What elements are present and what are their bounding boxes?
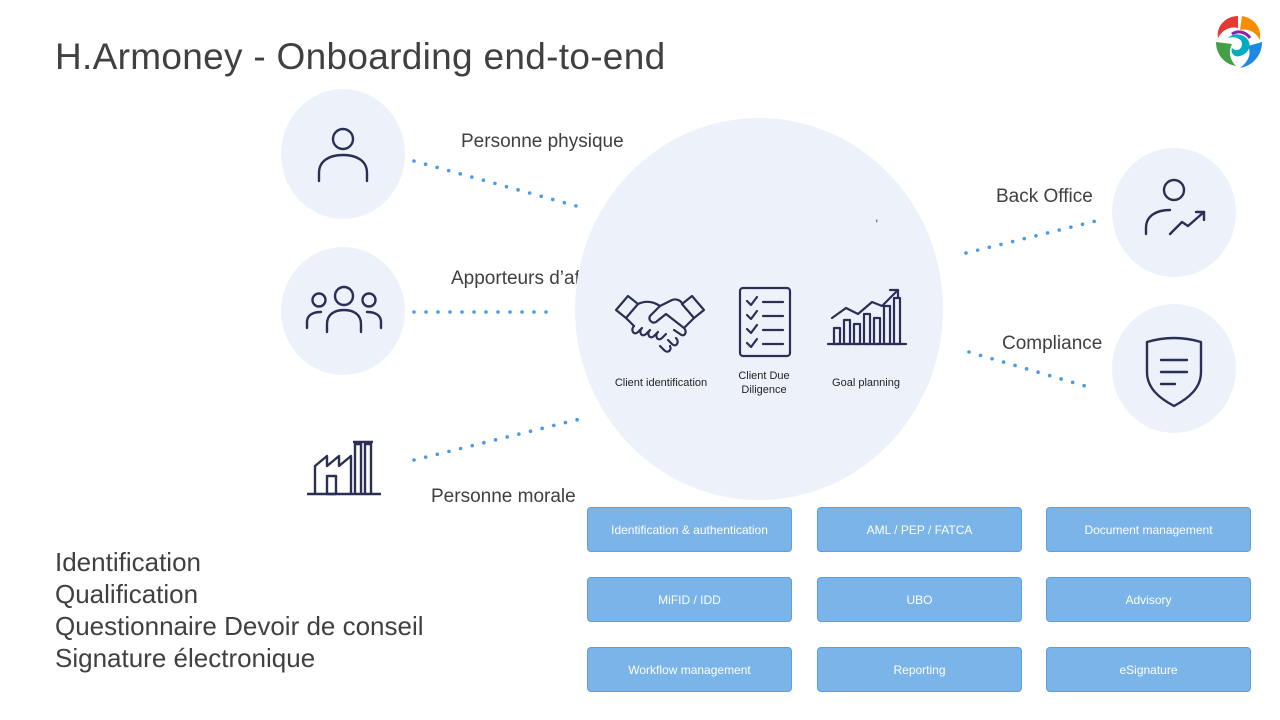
feature-aml-pep-fatca: AML / PEP / FATCA: [817, 507, 1022, 552]
feature-ubo: UBO: [817, 577, 1022, 622]
person-icon: [313, 123, 373, 185]
growth-chart-icon: [826, 286, 908, 348]
brand-logo: [1208, 12, 1270, 72]
connector-back-office: [964, 217, 1106, 255]
personne-morale-label: Personne morale: [431, 486, 576, 507]
connector-compliance: [967, 350, 1094, 390]
factory-icon: [305, 436, 383, 498]
step-label-client-due-diligence: Client Due Diligence: [738, 370, 790, 396]
feature-advisory: Advisory: [1046, 577, 1251, 622]
feature-mifid-idd: MiFID / IDD: [587, 577, 792, 622]
back-office-circle: [1112, 148, 1236, 277]
connector-personne-morale: [412, 417, 582, 462]
group-icon: [305, 284, 383, 334]
feature-workflow-management: Workflow management: [587, 647, 792, 692]
feature-identification-authentication: Identification & authentication: [587, 507, 792, 552]
step-label-goal-planning: Goal planning: [832, 377, 900, 389]
central-circle: [575, 118, 943, 500]
feature-reporting: Reporting: [817, 647, 1022, 692]
checklist-icon: [737, 285, 793, 359]
list-item: Signature électronique: [55, 643, 316, 673]
back-office-label: Back Office: [996, 186, 1093, 207]
feature-esignature: eSignature: [1046, 647, 1251, 692]
page-title: H.Armoney - Onboarding end-to-end: [55, 36, 666, 77]
process-list: Identification Qualification Questionnai…: [55, 546, 424, 674]
list-item: Questionnaire Devoir de conseil: [55, 611, 424, 641]
compliance-circle: [1112, 304, 1236, 433]
person-growth-icon: [1142, 176, 1208, 238]
list-item: Identification: [55, 547, 201, 577]
list-item: Qualification: [55, 579, 199, 609]
central-mark: ,: [875, 210, 879, 224]
step-label-client-identification: Client identification: [614, 377, 708, 389]
compliance-label: Compliance: [1002, 333, 1103, 354]
feature-document-management: Document management: [1046, 507, 1251, 552]
shield-icon: [1143, 336, 1205, 408]
handshake-icon: [614, 292, 706, 356]
personne-physique-label: Personne physique: [461, 131, 624, 152]
connector-personne-physique: [412, 159, 582, 209]
